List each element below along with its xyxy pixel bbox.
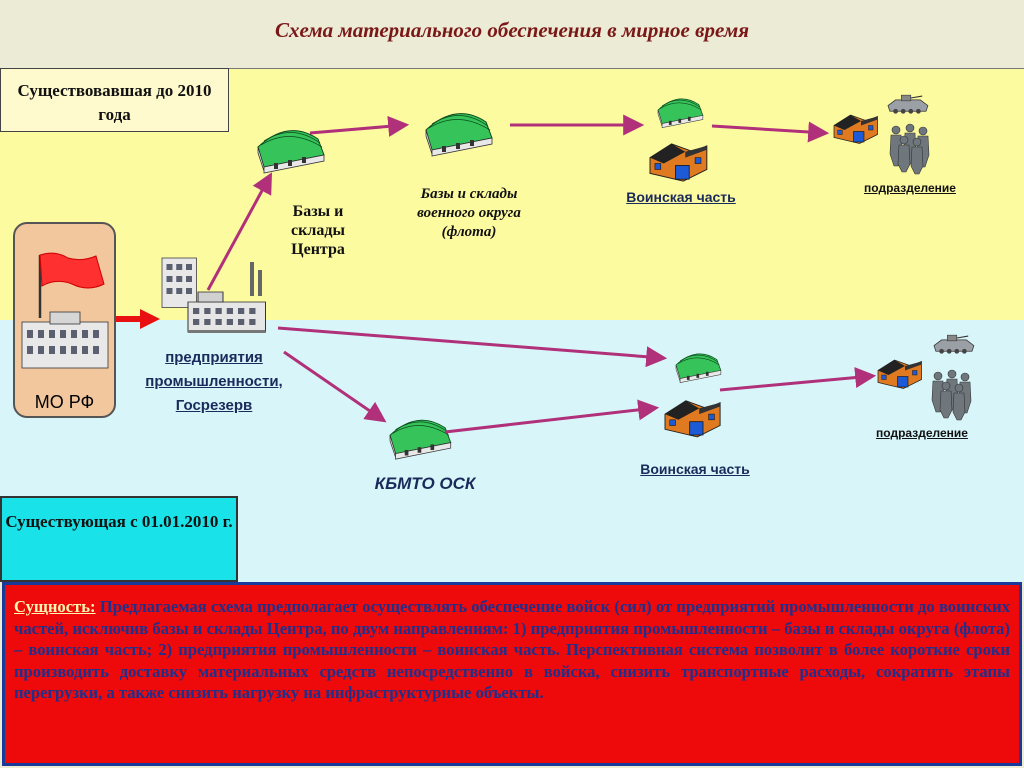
essence-paragraph: Сущность: Предлагаемая схема предполагае…: [14, 596, 1010, 704]
essence-text: Предлагаемая схема предполагает осуществ…: [14, 597, 1010, 702]
industry-label: предприятия промышленности, Госрезерв: [145, 349, 283, 414]
page-title: Схема материального обеспечения в мирное…: [274, 18, 750, 42]
title-bar: Схема материального обеспечения в мирное…: [0, 0, 1024, 68]
district-depots-label: Базы и склады военного округа (флота): [417, 186, 521, 240]
mo-rf-box: МО РФ: [13, 222, 116, 418]
essence-heading: Сущность:: [14, 597, 96, 616]
central-depots-label: Базы и склады Центра: [291, 203, 345, 258]
subunit-old-label: подразделение: [864, 181, 956, 195]
era-old-label: Существовавшая до 2010 года: [0, 68, 229, 132]
subunit-new-label: подразделение: [876, 426, 968, 440]
essence-panel: Сущность: Предлагаемая схема предполагае…: [2, 582, 1022, 766]
era-new-label: Существующая с 01.01.2010 г.: [0, 496, 238, 582]
mo-rf-label: МО РФ: [34, 392, 95, 412]
unit-old-label: Воинская часть: [626, 189, 736, 205]
kbmto-label: КБМТО ОСК: [374, 474, 476, 493]
unit-new-label: Воинская часть: [640, 461, 750, 477]
